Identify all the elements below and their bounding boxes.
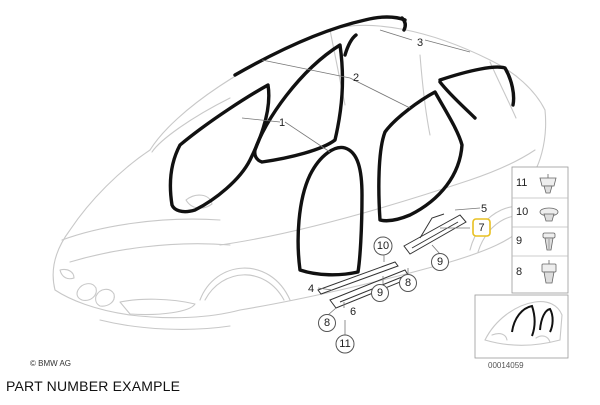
callout-4: 4 xyxy=(308,283,314,295)
rear-sill-plate xyxy=(403,214,467,255)
legend-number-8: 8 xyxy=(516,266,522,278)
callout-circle-11 xyxy=(335,334,355,354)
callout-10a: 10 xyxy=(377,240,389,252)
callout-1: 1 xyxy=(279,117,285,129)
callout-circle-8b xyxy=(399,274,417,292)
highlight-box xyxy=(472,218,491,237)
seal-front-door-frame xyxy=(168,83,271,214)
callout-circle-10 xyxy=(373,236,393,256)
seal-roof-short xyxy=(343,33,358,57)
round-clip-icon xyxy=(539,207,559,222)
callout-2: 2 xyxy=(353,72,359,84)
callout-11a: 11 xyxy=(339,338,350,350)
callout-8b: 8 xyxy=(405,277,411,289)
seal-rear-door-window xyxy=(377,90,464,223)
callout-6: 6 xyxy=(350,306,356,318)
callouts: 1 2 3 4 5 6 7 10 8 9 9 8 11 xyxy=(279,37,491,354)
seal-front-door-window xyxy=(253,43,345,164)
callout-9b: 9 xyxy=(437,256,443,268)
clip-nut-icon xyxy=(541,260,557,284)
front-sill-strip xyxy=(317,261,399,295)
window-seals xyxy=(168,15,516,277)
expanding-rivet-icon xyxy=(542,232,556,251)
callout-circle-8a xyxy=(318,314,336,332)
callout-3: 3 xyxy=(417,37,423,49)
callout-5: 5 xyxy=(481,203,487,215)
diagram-code: 00014059 xyxy=(488,361,524,370)
callout-7: 7 xyxy=(478,222,484,234)
seal-rear-quarter-b xyxy=(438,80,477,120)
callout-9a: 9 xyxy=(377,287,383,299)
seal-roof-end xyxy=(400,16,407,32)
legend-number-9: 9 xyxy=(516,235,522,247)
legend-number-10: 10 xyxy=(516,206,528,218)
leader-lines xyxy=(241,29,481,335)
legend-number-11: 11 xyxy=(516,177,527,189)
thumbnail-car xyxy=(474,294,569,359)
seal-roof xyxy=(233,15,407,77)
copyright-notice: © BMW AG xyxy=(30,359,72,368)
callout-circle-9b xyxy=(431,253,449,271)
caption: PART NUMBER EXAMPLE xyxy=(6,378,181,394)
push-clip-icon xyxy=(539,174,557,194)
seal-rear-quarter xyxy=(438,65,516,107)
car-body-outline xyxy=(52,24,547,330)
seal-rear-door-frame xyxy=(296,145,364,277)
callout-circle-9a xyxy=(371,284,389,302)
fastener-legend: 11 10 9 8 xyxy=(511,166,569,294)
callout-8a: 8 xyxy=(324,317,330,329)
